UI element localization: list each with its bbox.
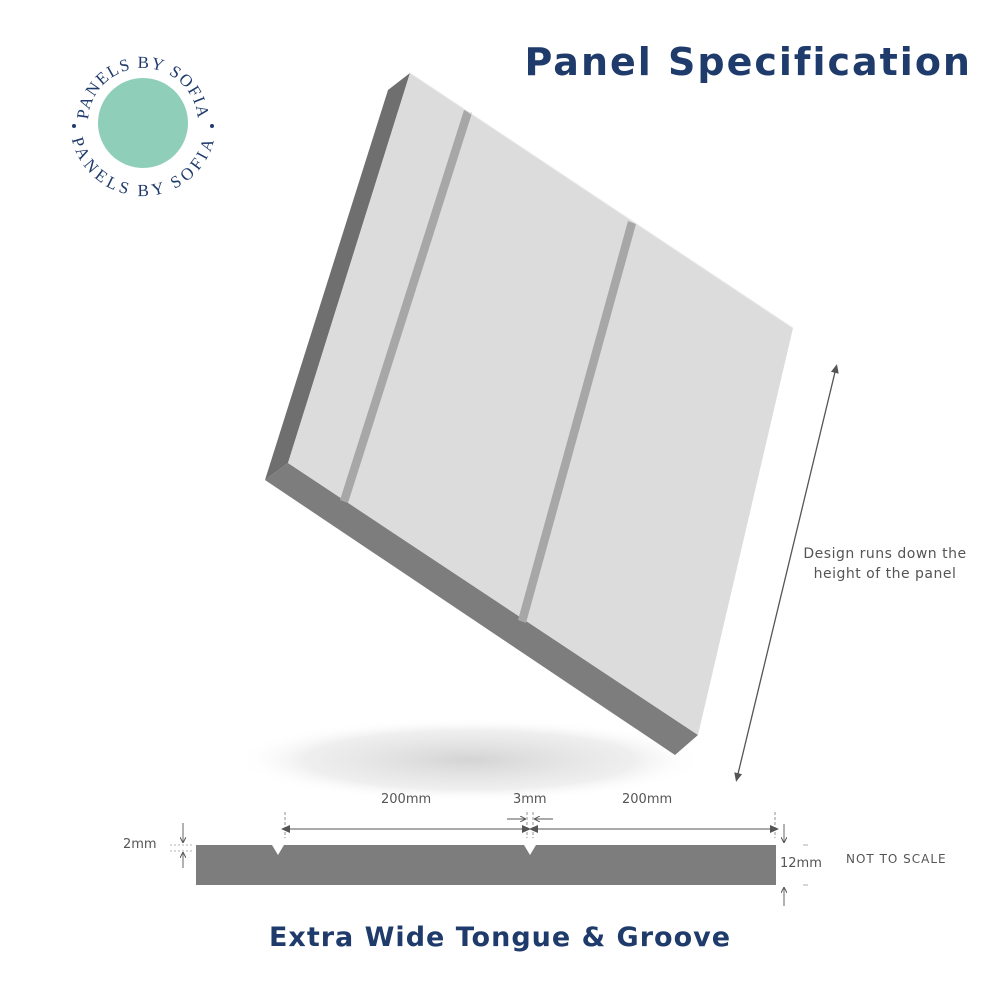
- brand-logo: PANELS BY SOFIA PANELS BY SOFIA: [68, 53, 217, 200]
- panel-front-edge: [265, 463, 698, 755]
- right-width-label: 200mm: [622, 792, 673, 807]
- panel-face: [288, 73, 793, 735]
- page-title: Panel Specification: [524, 40, 972, 84]
- panel-highlight-top: [409, 72, 794, 329]
- panel-render: [265, 72, 794, 755]
- groove-notch-middle: [524, 845, 536, 855]
- design-direction-note: Design runs down the height of the panel: [790, 544, 980, 584]
- scale-note: NOT TO SCALE: [846, 852, 947, 866]
- height-direction-arrow: [734, 364, 839, 782]
- product-name: Extra Wide Tongue & Groove: [268, 922, 732, 953]
- panel-left-edge: [265, 73, 410, 480]
- logo-circle: [98, 78, 188, 168]
- design-direction-note-line-1: Design runs down the: [803, 546, 967, 562]
- panel-groove-right: [518, 221, 636, 623]
- logo-dot-left: [72, 124, 76, 128]
- groove-width-label: 3mm: [513, 792, 547, 807]
- groove-depth-label: 2mm: [123, 837, 157, 852]
- left-width-label: 200mm: [381, 792, 432, 807]
- cross-section-body: [196, 845, 776, 885]
- panel-groove-left: [340, 110, 472, 503]
- thickness-label: 12mm: [780, 856, 822, 871]
- panel-shadow: [235, 718, 705, 802]
- logo-dot-right: [210, 124, 214, 128]
- cross-section: [170, 812, 808, 906]
- groove-notch-left: [272, 845, 284, 855]
- design-direction-note-line-2: height of the panel: [813, 566, 957, 582]
